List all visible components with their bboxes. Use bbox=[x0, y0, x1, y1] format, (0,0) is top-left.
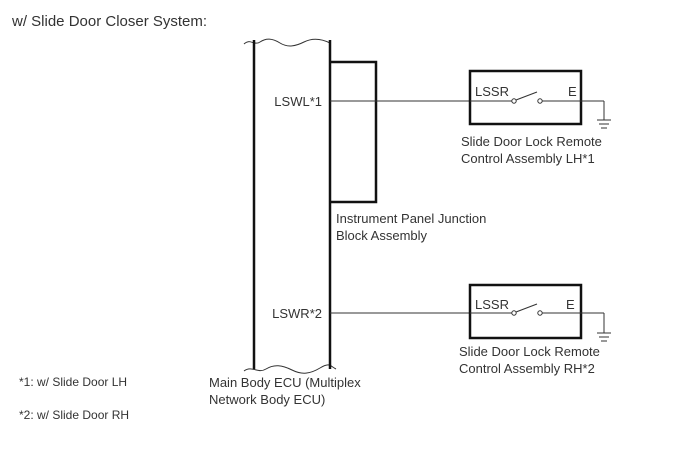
rh-terminal-e: E bbox=[566, 297, 575, 312]
ecu-label-line1: Main Body ECU (Multiplex bbox=[209, 375, 361, 390]
junction-block: Instrument Panel Junction Block Assembly bbox=[330, 60, 486, 243]
lh-switch-contact-left bbox=[511, 98, 517, 104]
ecu-label-line2: Network Body ECU) bbox=[209, 392, 325, 407]
rh-terminal-lssr: LSSR bbox=[475, 297, 509, 312]
diagram-title: w/ Slide Door Closer System: bbox=[11, 13, 207, 30]
rh-assembly-label-line2: Control Assembly RH*2 bbox=[459, 361, 595, 376]
junction-block-label-line2: Block Assembly bbox=[336, 228, 428, 243]
lh-switch-blade-icon bbox=[515, 91, 538, 101]
rh-switch-contact-left bbox=[511, 310, 517, 316]
ecu-break-line-top bbox=[243, 38, 331, 47]
lh-terminal-e: E bbox=[568, 84, 577, 99]
lh-ground-icon bbox=[597, 119, 611, 129]
ecu-break-line-bottom bbox=[243, 364, 337, 374]
footnote-rh: *2: w/ Slide Door RH bbox=[19, 408, 129, 422]
rh-switch-contact-right bbox=[537, 310, 543, 316]
junction-block-outline bbox=[330, 60, 378, 204]
rh-circuit: LSSR E Slide Door Lock Remote Control As… bbox=[330, 283, 611, 376]
ecu-pin-lswr: LSWR*2 bbox=[272, 306, 322, 321]
rh-switch-blade-icon bbox=[515, 303, 538, 313]
lh-assembly-label-line1: Slide Door Lock Remote bbox=[461, 134, 602, 149]
lh-assembly-box bbox=[468, 69, 583, 126]
lh-circuit: LSSR E Slide Door Lock Remote Control As… bbox=[330, 69, 611, 166]
main-body-ecu: LSWL*1 LSWR*2 Main Body ECU (Multiplex N… bbox=[209, 38, 361, 407]
lh-assembly-label-line2: Control Assembly LH*1 bbox=[461, 151, 595, 166]
lh-switch-contact-right bbox=[537, 98, 543, 104]
rh-assembly-label-line1: Slide Door Lock Remote bbox=[459, 344, 600, 359]
footnote-lh: *1: w/ Slide Door LH bbox=[19, 375, 127, 389]
rh-ground-icon bbox=[597, 332, 611, 342]
lh-terminal-lssr: LSSR bbox=[475, 84, 509, 99]
junction-block-label-line1: Instrument Panel Junction bbox=[336, 211, 486, 226]
rh-assembly-box bbox=[468, 283, 583, 340]
ecu-pin-lswl: LSWL*1 bbox=[274, 94, 322, 109]
